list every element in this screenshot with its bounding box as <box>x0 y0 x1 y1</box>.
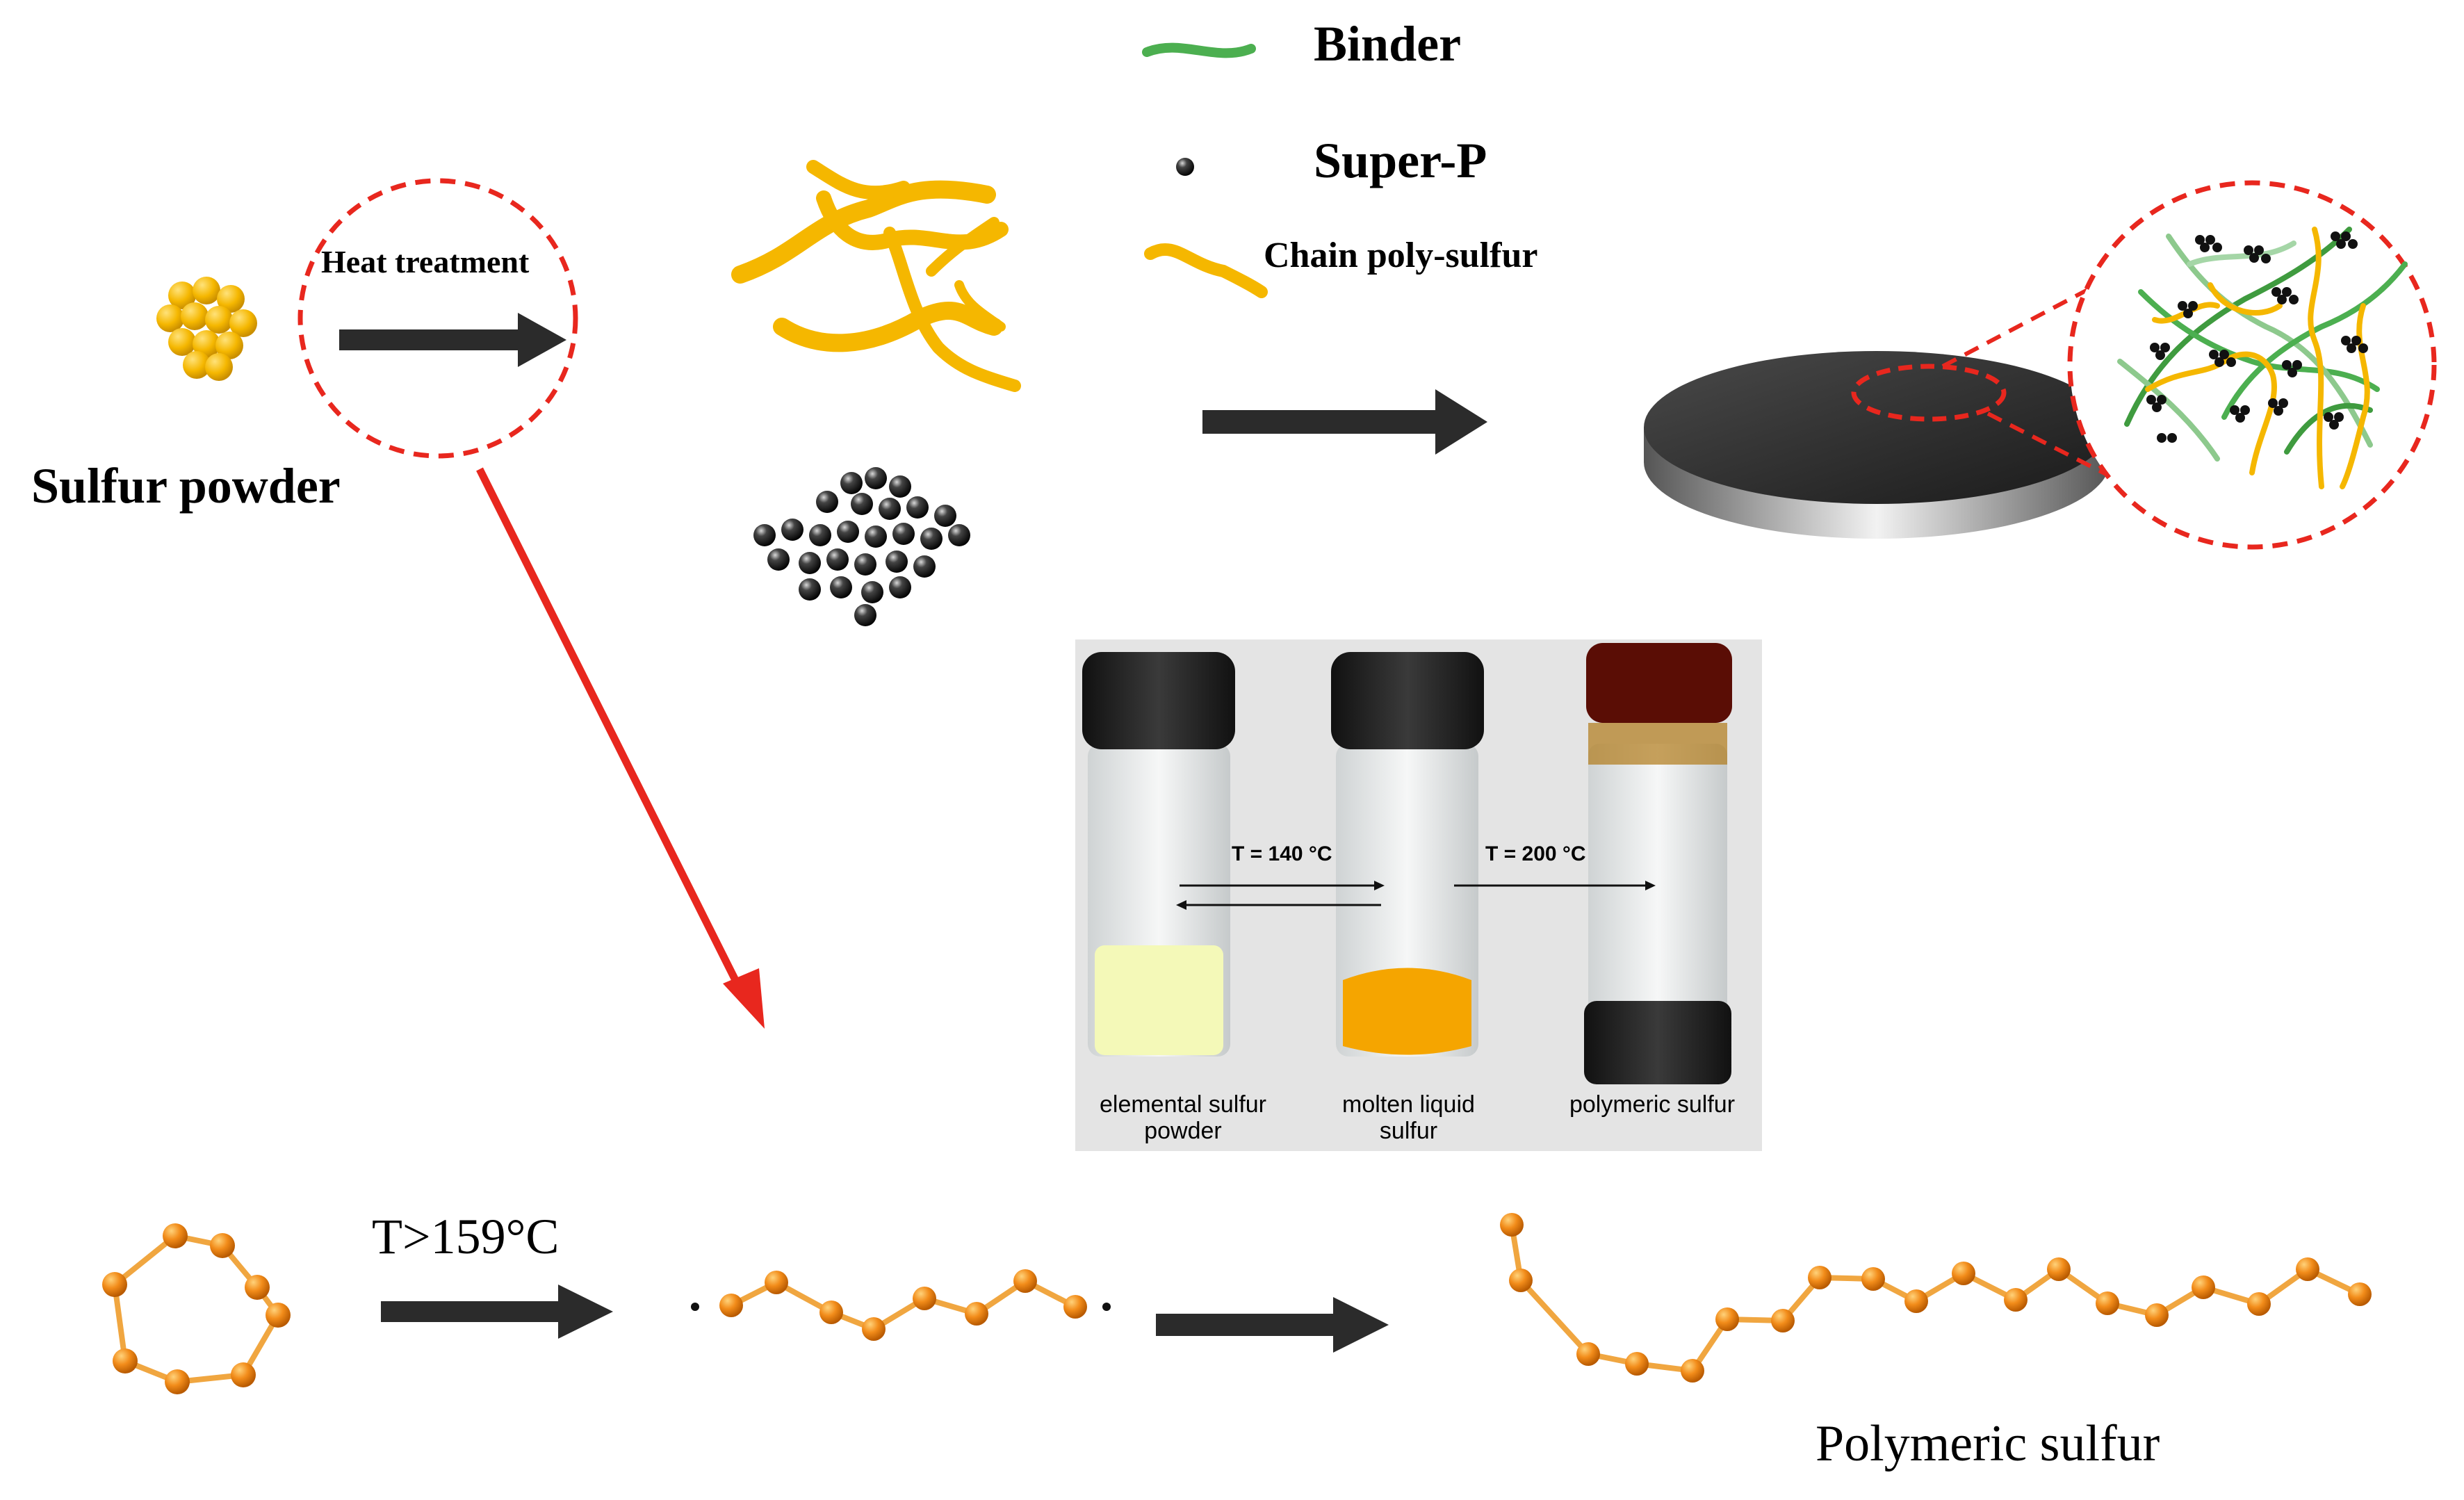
temperature-label: T>159°C <box>372 1209 560 1264</box>
legend-chain-label: Chain poly-sulfur <box>1264 236 1538 275</box>
heat-treatment-circle <box>297 178 578 459</box>
to-electrode-arrow <box>1202 389 1487 455</box>
photo-temp-140: T = 140 °C <box>1232 842 1332 865</box>
legend-binder-label: Binder <box>1314 16 1462 72</box>
photo-label-molten: molten liquid sulfur <box>1342 1091 1475 1144</box>
super-p-legend-icon <box>1176 158 1194 176</box>
photo-temp-200: T = 200 °C <box>1485 842 1586 865</box>
legend-super-p-label: Super-P <box>1314 133 1487 188</box>
ring-opening-arrow <box>381 1285 613 1339</box>
heat-treatment-label: Heat treatment <box>321 244 530 279</box>
sulfur-powder-icon <box>156 277 257 381</box>
s8-ring-icon <box>102 1223 291 1394</box>
radical-chain <box>691 1269 1111 1341</box>
photo-label-polymeric: polymeric sulfur <box>1569 1091 1736 1118</box>
heat-arrow <box>339 313 566 367</box>
super-p-cluster <box>753 467 970 626</box>
binder-legend-icon <box>1142 42 1256 58</box>
vial-molten <box>1331 652 1484 1057</box>
chain-legend-icon <box>1144 243 1268 298</box>
chain-polysulfur-ribbons <box>731 160 1021 392</box>
photo-arrows <box>1176 881 1656 910</box>
sulfur-powder-label: Sulfur powder <box>31 458 341 514</box>
vial-elemental <box>1082 652 1235 1057</box>
vials-photo-graphic <box>1075 639 1762 1151</box>
zoom-inset <box>2067 180 2437 550</box>
vial-polymeric <box>1584 643 1732 1084</box>
electrode-disk <box>1644 272 2132 539</box>
vials-photo: T = 140 °C T = 200 °C elemental sulfur p… <box>1075 639 1762 1151</box>
photo-label-elemental: elemental sulfur powder <box>1099 1091 1266 1144</box>
polymerization-arrow <box>1156 1297 1389 1353</box>
polymeric-chain <box>1500 1213 2372 1383</box>
red-diagonal-arrow <box>476 467 765 1029</box>
polymeric-sulfur-label: Polymeric sulfur <box>1816 1415 2160 1472</box>
